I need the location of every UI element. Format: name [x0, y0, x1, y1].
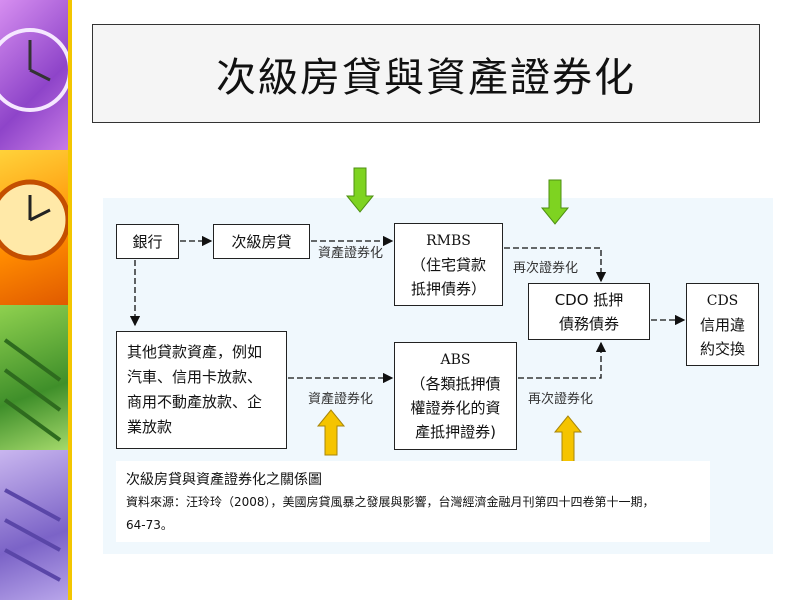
abs-line: ABS — [440, 352, 471, 368]
bank-box: 銀行 — [116, 224, 179, 259]
accent-divider — [68, 0, 72, 600]
caption-source-line: 資料來源：汪玲玲（2008），美國房貸風暴之發展與影響，台灣經濟金融月刊第四十四… — [126, 495, 655, 509]
cds-line: 信用違 — [699, 315, 745, 334]
page-title: 次級房貸與資產證券化 — [216, 54, 636, 101]
other-loans-line: 其他貸款資產，例如 — [127, 343, 263, 361]
abs-box: ABS （各類抵押債 權證券化的資 產抵押證券) — [394, 342, 517, 450]
cdo-box: CDO 抵押 債務債券 — [528, 283, 650, 340]
abs-line: 產抵押證券) — [415, 423, 496, 441]
other-loans-line: 業放款 — [127, 418, 173, 436]
caption-source-line: 64-73。 — [126, 518, 173, 532]
cdo-line: 債務債券 — [558, 314, 619, 333]
cds-line: CDS — [706, 292, 739, 309]
subprime-box: 次級房貸 — [213, 224, 310, 259]
clock-icon — [0, 28, 68, 582]
cdo-line: CDO 抵押 — [554, 290, 624, 309]
rmbs-box: RMBS （住宅貸款 抵押債券） — [394, 223, 503, 306]
bank-label: 銀行 — [132, 233, 163, 251]
caption-title: 次級房貸與資產證券化之關係圖 — [126, 472, 322, 488]
edge-label-resecuritize-top: 再次證券化 — [513, 261, 579, 276]
cds-line: 約交換 — [699, 339, 745, 358]
edge-label-securitize-bottom: 資產證券化 — [308, 392, 374, 407]
abs-line: （各類抵押債 — [410, 375, 501, 393]
cds-box: CDS 信用違 約交換 — [686, 283, 759, 366]
edge-label-securitize-top: 資產證券化 — [318, 246, 384, 261]
abs-line: 權證券化的資 — [410, 399, 501, 417]
decorative-side-strip — [0, 0, 68, 600]
rmbs-line: 抵押債券） — [410, 279, 486, 298]
other-loans-box: 其他貸款資產，例如 汽車、信用卡放款、 商用不動產放款、企 業放款 — [116, 331, 287, 449]
title-box: 次級房貸與資產證券化 — [92, 24, 760, 123]
other-loans-line: 汽車、信用卡放款、 — [127, 368, 263, 386]
rmbs-line: RMBS — [426, 232, 471, 249]
subprime-label: 次級房貸 — [231, 233, 292, 251]
edge-label-resecuritize-bottom: 再次證券化 — [528, 392, 594, 407]
other-loans-line: 商用不動產放款、企 — [127, 393, 263, 411]
rmbs-line: （住宅貸款 — [410, 255, 486, 274]
caption-box: 次級房貸與資產證券化之關係圖 資料來源：汪玲玲（2008），美國房貸風暴之發展與… — [116, 461, 710, 542]
